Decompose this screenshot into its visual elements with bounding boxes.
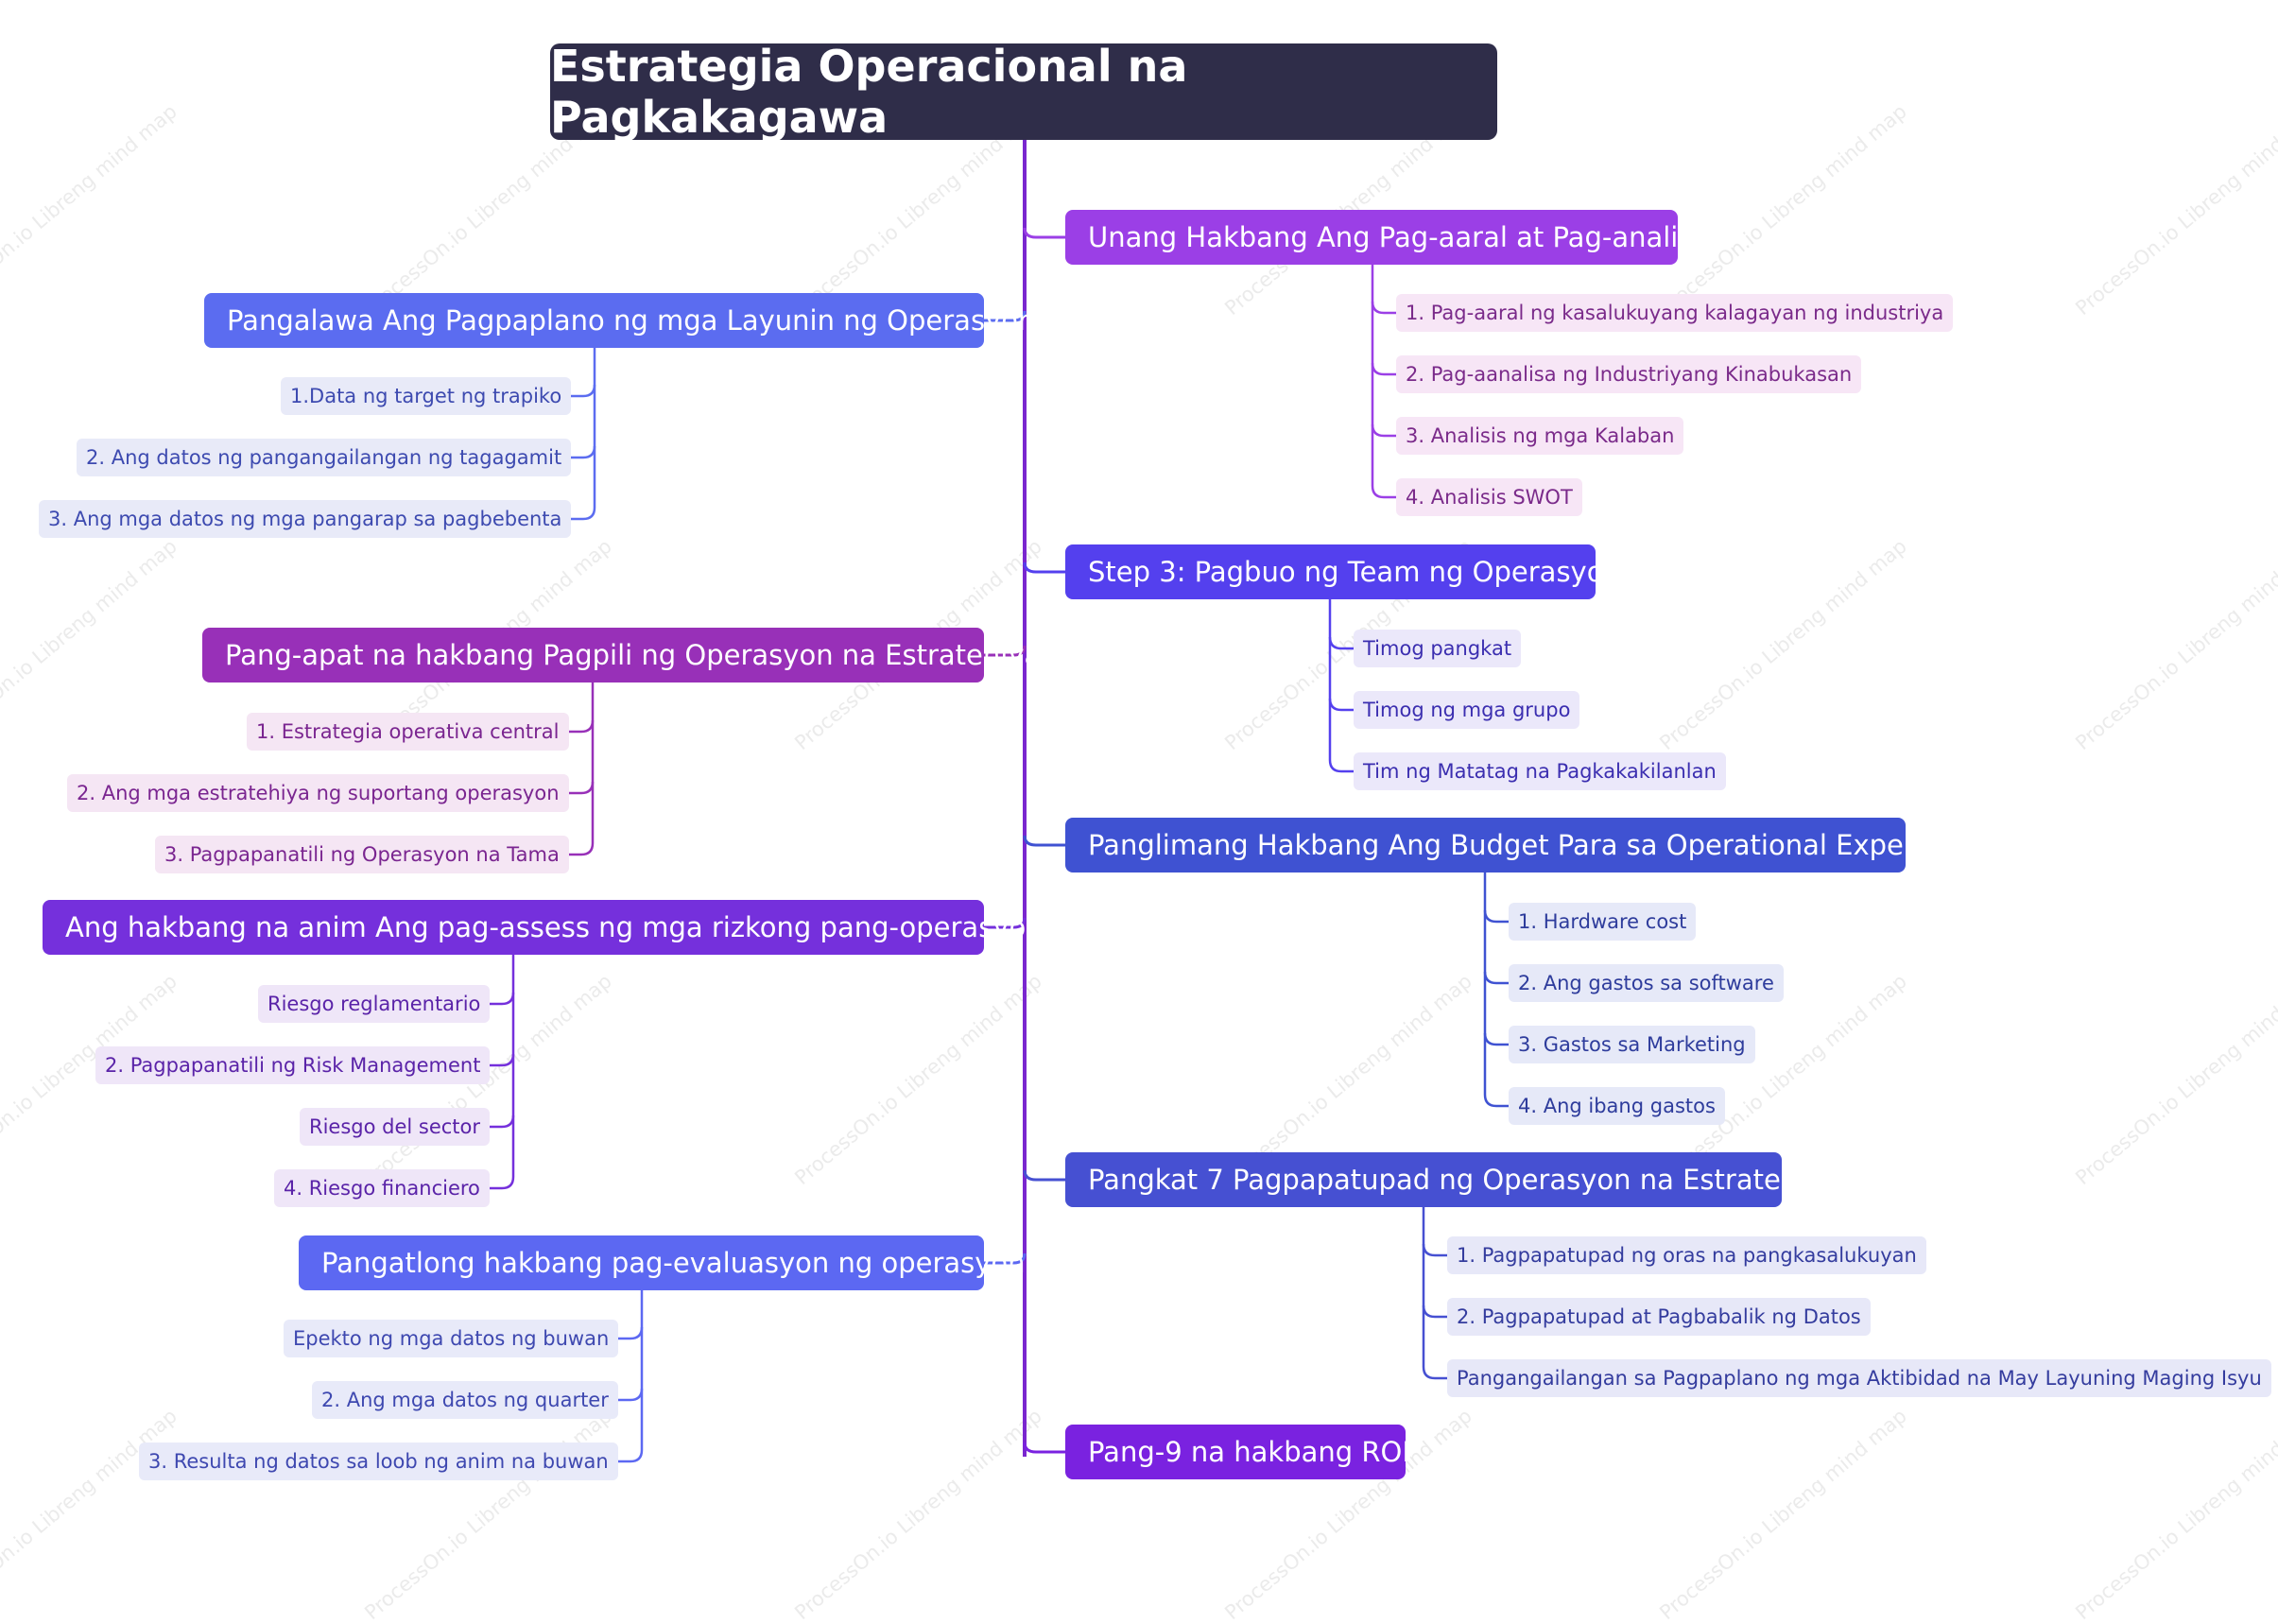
connector xyxy=(984,1253,1027,1265)
leaf-topic[interactable]: 3. Resulta ng datos sa loob ng anim na b… xyxy=(139,1443,618,1480)
connector xyxy=(1422,1243,1447,1257)
branch-topic[interactable]: Pangalawa Ang Pagpaplano ng mga Layunin … xyxy=(204,293,1035,348)
connector xyxy=(1328,636,1354,650)
leaf-topic[interactable]: 2. Ang mga datos ng quarter xyxy=(312,1381,618,1419)
leaf-topic[interactable]: Riesgo del sector xyxy=(300,1108,491,1146)
connector xyxy=(1483,971,1509,985)
leaf-topic[interactable]: 2. Ang datos ng pangangailangan ng tagag… xyxy=(77,439,572,476)
branch-topic[interactable]: Pang-apat na hakbang Pagpili ng Operasyo… xyxy=(202,628,1041,682)
connector xyxy=(1023,1169,1065,1182)
leaf-topic[interactable]: Timog pangkat xyxy=(1354,630,1522,667)
connector xyxy=(984,645,1027,657)
connector xyxy=(1023,227,1065,239)
leaf-topic[interactable]: 1. Pagpapatupad ng oras na pangkasalukuy… xyxy=(1447,1236,1926,1274)
connector xyxy=(571,507,596,521)
branch-topic[interactable]: Pang-9 na hakbang ROI xyxy=(1065,1425,1410,1479)
connector xyxy=(490,1176,515,1190)
leaf-topic[interactable]: 3. Ang mga datos ng mga pangarap sa pagb… xyxy=(39,500,572,538)
branch-topic[interactable]: Panglimang Hakbang Ang Budget Para sa Op… xyxy=(1065,818,1966,872)
leaf-topic[interactable]: Pangangailangan sa Pagpaplano ng mga Akt… xyxy=(1447,1359,2271,1397)
leaf-topic[interactable]: 2. Pag-aanalisa ng Industriyang Kinabuka… xyxy=(1396,355,1862,393)
leaf-topic[interactable]: 3. Analisis ng mga Kalaban xyxy=(1396,417,1684,455)
branch-topic[interactable]: Pangatlong hakbang pag-evaluasyon ng ope… xyxy=(299,1235,1026,1290)
leaf-topic[interactable]: 2. Ang gastos sa software xyxy=(1509,964,1784,1002)
connector xyxy=(1371,362,1396,376)
connector xyxy=(1483,1032,1509,1046)
leaf-topic[interactable]: 2. Pagpapanatili ng Risk Management xyxy=(95,1046,491,1084)
connector xyxy=(1483,909,1509,924)
branch-topic[interactable]: Ang hakbang na anim Ang pag-assess ng mg… xyxy=(43,900,1044,955)
connector xyxy=(618,1388,644,1402)
connector xyxy=(1483,1094,1509,1108)
connector xyxy=(1023,1442,1065,1454)
leaf-topic[interactable]: 2. Pagpapatupad at Pagbabalik ng Datos xyxy=(1447,1298,1871,1336)
branch-topic[interactable]: Unang Hakbang Ang Pag-aaral at Pag-anali… xyxy=(1065,210,1709,265)
connector xyxy=(1371,301,1396,315)
connector xyxy=(490,1114,515,1129)
leaf-topic[interactable]: 4. Analisis SWOT xyxy=(1396,478,1582,516)
connector xyxy=(1328,698,1354,712)
connector xyxy=(571,384,596,398)
leaf-topic[interactable]: Riesgo reglamentario xyxy=(258,985,491,1023)
connector xyxy=(1371,485,1396,499)
connector xyxy=(569,719,595,734)
connector xyxy=(490,1053,515,1067)
leaf-topic[interactable]: 1. Hardware cost xyxy=(1509,903,1697,941)
connector xyxy=(1371,423,1396,438)
branch-topic[interactable]: Step 3: Pagbuo ng Team ng Operasyon xyxy=(1065,544,1621,599)
leaf-topic[interactable]: Timog ng mga grupo xyxy=(1354,691,1580,729)
connector xyxy=(571,445,596,459)
leaf-topic[interactable]: Tim ng Matatag na Pagkakakilanlan xyxy=(1354,752,1726,790)
connector xyxy=(1023,561,1065,574)
leaf-topic[interactable]: 1. Estrategia operativa central xyxy=(247,713,569,751)
connector xyxy=(1328,759,1354,773)
connector-lines xyxy=(490,140,1509,1463)
connector xyxy=(569,781,595,795)
connector xyxy=(618,1326,644,1340)
root-topic[interactable]: Estrategia Operacional na Pagkakagawa xyxy=(550,41,1497,143)
leaf-topic[interactable]: 2. Ang mga estratehiya ng suportang oper… xyxy=(67,774,569,812)
branch-topic[interactable]: Pangkat 7 Pagpapatupad ng Operasyon na E… xyxy=(1065,1152,1838,1207)
leaf-topic[interactable]: 1. Pag-aaral ng kasalukuyang kalagayan n… xyxy=(1396,294,1954,332)
connector xyxy=(984,917,1027,929)
leaf-topic[interactable]: 4. Riesgo financiero xyxy=(274,1169,490,1207)
connector xyxy=(569,842,595,856)
connector xyxy=(1422,1304,1447,1319)
leaf-topic[interactable]: 3. Pagpapanatili ng Operasyon na Tama xyxy=(155,836,569,873)
connector xyxy=(984,310,1027,322)
leaf-topic[interactable]: 1.Data ng target ng trapiko xyxy=(281,377,572,415)
connector xyxy=(1422,1366,1447,1380)
connector xyxy=(1023,835,1065,847)
connector xyxy=(490,992,515,1006)
leaf-topic[interactable]: 4. Ang ibang gastos xyxy=(1509,1087,1725,1125)
leaf-topic[interactable]: 3. Gastos sa Marketing xyxy=(1509,1026,1755,1063)
connector xyxy=(618,1449,644,1463)
leaf-topic[interactable]: Epekto ng mga datos ng buwan xyxy=(284,1320,619,1357)
